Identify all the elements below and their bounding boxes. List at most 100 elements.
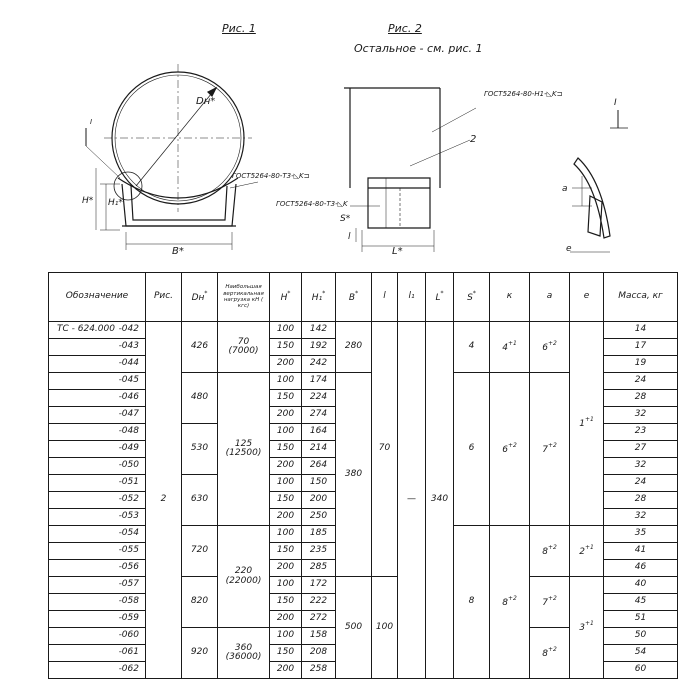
col-header-s: S* xyxy=(453,272,490,322)
h1-cell: 285 xyxy=(301,559,336,577)
col-header-fig: Рис. xyxy=(145,272,182,322)
mass-cell: 24 xyxy=(603,372,678,390)
mass-cell: 51 xyxy=(603,610,678,628)
mass-cell: 35 xyxy=(603,525,678,543)
k-cell: 6+2 xyxy=(489,372,530,526)
h-cell: 100 xyxy=(269,423,302,441)
designation-cell: -047 xyxy=(48,406,146,424)
dn-cell: 426 xyxy=(181,321,218,373)
k-cell: 4+1 xyxy=(489,321,530,373)
fig1-pipe xyxy=(104,64,252,212)
mass-cell: 19 xyxy=(603,355,678,373)
col-header-designation: Обозначение xyxy=(48,272,146,322)
designation-cell: -062 xyxy=(48,661,146,679)
designation-cell: -044 xyxy=(48,355,146,373)
detail-e-label: e xyxy=(566,244,572,254)
fig-cell: 2 xyxy=(145,321,182,679)
h1-cell: 250 xyxy=(301,508,336,526)
h1-cell: 274 xyxy=(301,406,336,424)
h1-cell: 272 xyxy=(301,610,336,628)
h-cell: 200 xyxy=(269,661,302,679)
fig2-part-label: 2 xyxy=(470,134,477,145)
fig1-dn-label: Dн* xyxy=(196,96,216,107)
h-cell: 100 xyxy=(269,372,302,390)
mass-cell: 17 xyxy=(603,338,678,356)
l1-cell: — xyxy=(397,321,426,679)
mass-cell: 32 xyxy=(603,406,678,424)
mass-cell: 46 xyxy=(603,559,678,577)
h1-cell: 222 xyxy=(301,593,336,611)
designation-cell: -059 xyxy=(48,610,146,628)
fig2-side-view xyxy=(344,87,477,252)
detail-view xyxy=(570,110,628,253)
col-header-dn: Dн* xyxy=(181,272,218,322)
col-header-a: a xyxy=(529,272,570,322)
designation-cell: -046 xyxy=(48,389,146,407)
mass-cell: 14 xyxy=(603,321,678,339)
fig2-l-label: l xyxy=(348,232,351,242)
b-cell: 280 xyxy=(335,321,372,373)
designation-cell: -048 xyxy=(48,423,146,441)
designation-cell: -053 xyxy=(48,508,146,526)
h1-cell: 164 xyxy=(301,423,336,441)
mass-cell: 24 xyxy=(603,474,678,492)
e-cell: 1+1 xyxy=(569,321,604,526)
h-cell: 100 xyxy=(269,576,302,594)
col-header-load: Наибольшая вертикальная нагрузка кН ( кг… xyxy=(217,272,270,322)
col-header-h: H* xyxy=(269,272,302,322)
h-cell: 150 xyxy=(269,440,302,458)
load-cell: 360(36000) xyxy=(217,627,270,679)
h1-cell: 242 xyxy=(301,355,336,373)
a-cell: 8+2 xyxy=(529,525,570,577)
designation-cell: -055 xyxy=(48,542,146,560)
fig1-callout: I xyxy=(90,118,93,126)
col-header-e: e xyxy=(569,272,604,322)
load-cell: 220(22000) xyxy=(217,525,270,628)
designation-cell: -057 xyxy=(48,576,146,594)
a-cell: 7+2 xyxy=(529,576,570,628)
h-cell: 200 xyxy=(269,559,302,577)
designation-cell: -054 xyxy=(48,525,146,543)
h1-cell: 264 xyxy=(301,457,336,475)
h-cell: 150 xyxy=(269,593,302,611)
assembly-drawing xyxy=(85,64,628,253)
designation-cell: -056 xyxy=(48,559,146,577)
h1-cell: 150 xyxy=(301,474,336,492)
dn-cell: 530 xyxy=(181,423,218,475)
mass-cell: 32 xyxy=(603,457,678,475)
h-cell: 200 xyxy=(269,355,302,373)
h1-cell: 174 xyxy=(301,372,336,390)
e-cell: 2+1 xyxy=(569,525,604,577)
h1-cell: 200 xyxy=(301,491,336,509)
h-cell: 200 xyxy=(269,457,302,475)
load-cell: 70(7000) xyxy=(217,321,270,373)
col-header-mass: Масса, кг xyxy=(603,272,678,322)
h-cell: 100 xyxy=(269,627,302,645)
s-cell: 4 xyxy=(453,321,490,373)
col-header-L: L* xyxy=(425,272,454,322)
dn-cell: 480 xyxy=(181,372,218,424)
col-header-l: l xyxy=(371,272,398,322)
s-cell: 8 xyxy=(453,525,490,679)
h1-cell: 224 xyxy=(301,389,336,407)
mass-cell: 32 xyxy=(603,508,678,526)
dn-cell: 920 xyxy=(181,627,218,679)
h-cell: 150 xyxy=(269,644,302,662)
spec-table: Обозначение Рис. Dн* Наибольшая вертикал… xyxy=(48,272,678,679)
h-cell: 100 xyxy=(269,525,302,543)
header-row: Обозначение Рис. Dн* Наибольшая вертикал… xyxy=(48,272,678,322)
mass-cell: 45 xyxy=(603,593,678,611)
fig1-title: Рис. 1 xyxy=(222,22,256,35)
a-cell: 8+2 xyxy=(529,627,570,679)
mass-cell: 40 xyxy=(603,576,678,594)
h-cell: 200 xyxy=(269,610,302,628)
fig2-title: Рис. 2 xyxy=(388,22,422,35)
